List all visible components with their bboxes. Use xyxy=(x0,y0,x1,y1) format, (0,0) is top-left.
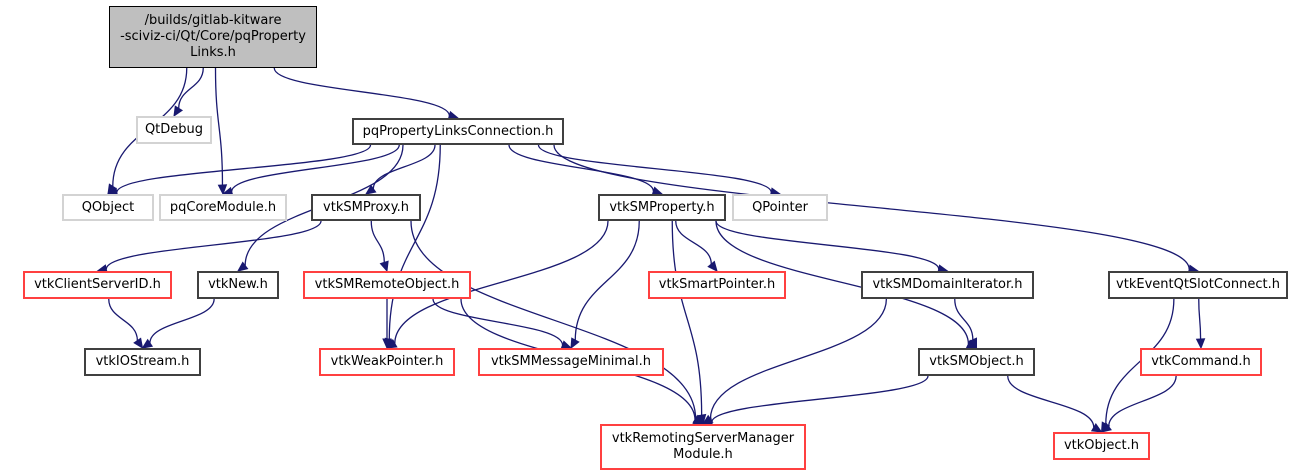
arrowhead-icon xyxy=(217,184,228,196)
node-vtk-object[interactable]: vtkObject.h xyxy=(1053,432,1150,460)
arrowhead-icon xyxy=(382,338,392,350)
node-label: vtkWeakPointer.h xyxy=(330,354,444,369)
node-qobject: QObject xyxy=(62,194,154,221)
node-label: vtkSMProperty.h xyxy=(609,199,715,215)
node-vtk-remoting-server-manager-module[interactable]: vtkRemotingServerManager Module.h xyxy=(600,424,806,470)
arrowhead-icon xyxy=(570,337,580,350)
node-label: vtkCommand.h xyxy=(1151,354,1251,369)
edge-pqPropertyLinksConnection-to-pqCoreModule xyxy=(231,144,400,192)
arrowhead-icon xyxy=(133,337,144,350)
node-label: vtkSMDomainIterator.h xyxy=(872,277,1023,292)
edge-vtkEventQtSlotConnect-to-vtkObject xyxy=(1105,298,1175,425)
node-label: vtkEventQtSlotConnect.h xyxy=(1116,277,1280,292)
node-vtk-smart-pointer[interactable]: vtkSmartPointer.h xyxy=(648,271,786,299)
node-label: vtkClientServerID.h xyxy=(34,277,161,292)
edge-vtkSMProperty-to-vtkRemotingServerManagerModule xyxy=(671,220,703,416)
node-vtk-client-server-id[interactable]: vtkClientServerID.h xyxy=(23,271,172,299)
edge-vtkSMProperty-to-vtkSMMessageMinimal xyxy=(574,220,640,341)
node-qpointer: QPointer xyxy=(732,194,828,221)
node-pq-core-module: pqCoreModule.h xyxy=(159,194,287,221)
node-label: vtkObject.h xyxy=(1063,438,1140,453)
node-vtk-weak-pointer[interactable]: vtkWeakPointer.h xyxy=(319,348,455,376)
edge-vtkClientServerID-to-vtkIOStream xyxy=(108,298,139,341)
node-label: QObject xyxy=(81,199,135,215)
node-label: vtkRemotingServerManager Module.h xyxy=(611,431,795,462)
edge-pqPropertyLinksConnection-to-vtkWeakPointer xyxy=(388,144,441,340)
node-label: vtkSmartPointer.h xyxy=(658,277,776,292)
node-label: vtkSMProxy.h xyxy=(323,199,409,215)
node-qt-debug: QtDebug xyxy=(136,116,212,144)
node-vtk-event-qt-slot-connect[interactable]: vtkEventQtSlotConnect.h xyxy=(1108,271,1288,299)
edge-vtkSMDomainIterator-to-vtkSMObject xyxy=(954,298,974,340)
edge-vtkSMProxy-to-vtkClientServerID xyxy=(105,220,322,270)
edge-vtkSMProperty-to-vtkSmartPointer xyxy=(675,220,712,265)
edge-vtkSMProxy-to-vtkSMRemoteObject xyxy=(370,220,385,263)
arrowhead-icon xyxy=(173,105,184,118)
node-vtk-smproperty[interactable]: vtkSMProperty.h xyxy=(598,194,726,221)
arrowhead-icon xyxy=(707,260,718,272)
arrowhead-icon xyxy=(968,337,978,350)
node-label: vtkNew.h xyxy=(208,277,268,292)
arrowhead-icon xyxy=(237,261,249,272)
node-root[interactable]: /builds/gitlab-kitware -sciviz-ci/Qt/Cor… xyxy=(109,6,317,68)
arrowhead-icon xyxy=(1195,338,1206,350)
edge-vtkSMObject-to-vtkObject xyxy=(1007,375,1095,428)
edge-root-to-QtDebug xyxy=(178,67,204,109)
edge-pqPropertyLinksConnection-to-QObject xyxy=(116,144,372,193)
arrowhead-icon xyxy=(364,184,377,195)
node-label: pqPropertyLinksConnection.h xyxy=(362,123,554,139)
edge-vtkSMProperty-to-vtkWeakPointer xyxy=(394,220,609,344)
edge-vtkSMProperty-to-vtkSMDomainIterator xyxy=(715,220,940,270)
node-label: QPointer xyxy=(752,199,808,215)
node-vtk-iostream[interactable]: vtkIOStream.h xyxy=(84,348,201,376)
node-label: vtkIOStream.h xyxy=(95,354,190,369)
edge-vtkEventQtSlotConnect-to-vtkCommand xyxy=(1198,298,1202,340)
edge-vtkSMRemoteObject-to-vtkSMMessageMinimal xyxy=(432,298,564,346)
node-vtk-smproxy[interactable]: vtkSMProxy.h xyxy=(311,194,421,221)
node-vtk-smremote-object[interactable]: vtkSMRemoteObject.h xyxy=(303,271,471,299)
node-vtk-smdomain-iterator[interactable]: vtkSMDomainIterator.h xyxy=(861,271,1034,299)
edge-pqPropertyLinksConnection-to-QPointer xyxy=(537,144,772,193)
node-vtk-new[interactable]: vtkNew.h xyxy=(197,271,279,299)
node-label: vtkSMRemoteObject.h xyxy=(314,277,460,292)
node-label: /builds/gitlab-kitware -sciviz-ci/Qt/Cor… xyxy=(120,13,306,60)
edge-vtkSMProperty-to-vtkSMObject xyxy=(715,220,970,345)
edge-vtkSMDomainIterator-to-vtkRemotingServerManagerModule xyxy=(709,298,888,419)
arrowhead-icon xyxy=(379,260,389,273)
edge-root-to-pqPropertyLinksConnection xyxy=(273,67,450,116)
edge-vtkSMObject-to-vtkRemotingServerManagerModule xyxy=(711,375,929,423)
arrowhead-icon xyxy=(692,415,705,425)
node-vtk-smmessage-minimal[interactable]: vtkSMMessageMinimal.h xyxy=(478,348,664,376)
node-pq-property-links-connection[interactable]: pqPropertyLinksConnection.h xyxy=(352,118,564,145)
arrowhead-icon xyxy=(1090,423,1103,433)
node-vtk-smobject[interactable]: vtkSMObject.h xyxy=(918,348,1035,376)
arrowhead-icon xyxy=(1100,422,1112,433)
node-label: pqCoreModule.h xyxy=(169,199,277,215)
edge-vtkCommand-to-vtkObject xyxy=(1108,375,1177,427)
edge-pqPropertyLinksConnection-to-vtkEventQtSlotConnect xyxy=(553,144,1190,270)
edge-vtkNew-to-vtkIOStream xyxy=(149,298,215,344)
arrowhead-icon xyxy=(385,339,398,349)
edge-pqPropertyLinksConnection-to-vtkSMProxy xyxy=(372,144,436,189)
edge-root-to-pqCoreModule xyxy=(214,67,224,186)
arrowhead-icon xyxy=(696,413,707,426)
edge-vtkSMProxy-to-vtkRemotingServerManagerModule xyxy=(410,220,697,419)
arrowhead-icon xyxy=(141,338,154,349)
edge-pqPropertyLinksConnection-to-vtkSMProperty xyxy=(508,144,655,192)
node-label: vtkSMMessageMinimal.h xyxy=(490,354,652,369)
node-label: QtDebug xyxy=(144,122,204,137)
node-label: vtkSMObject.h xyxy=(929,354,1024,369)
node-vtk-command[interactable]: vtkCommand.h xyxy=(1140,348,1262,376)
